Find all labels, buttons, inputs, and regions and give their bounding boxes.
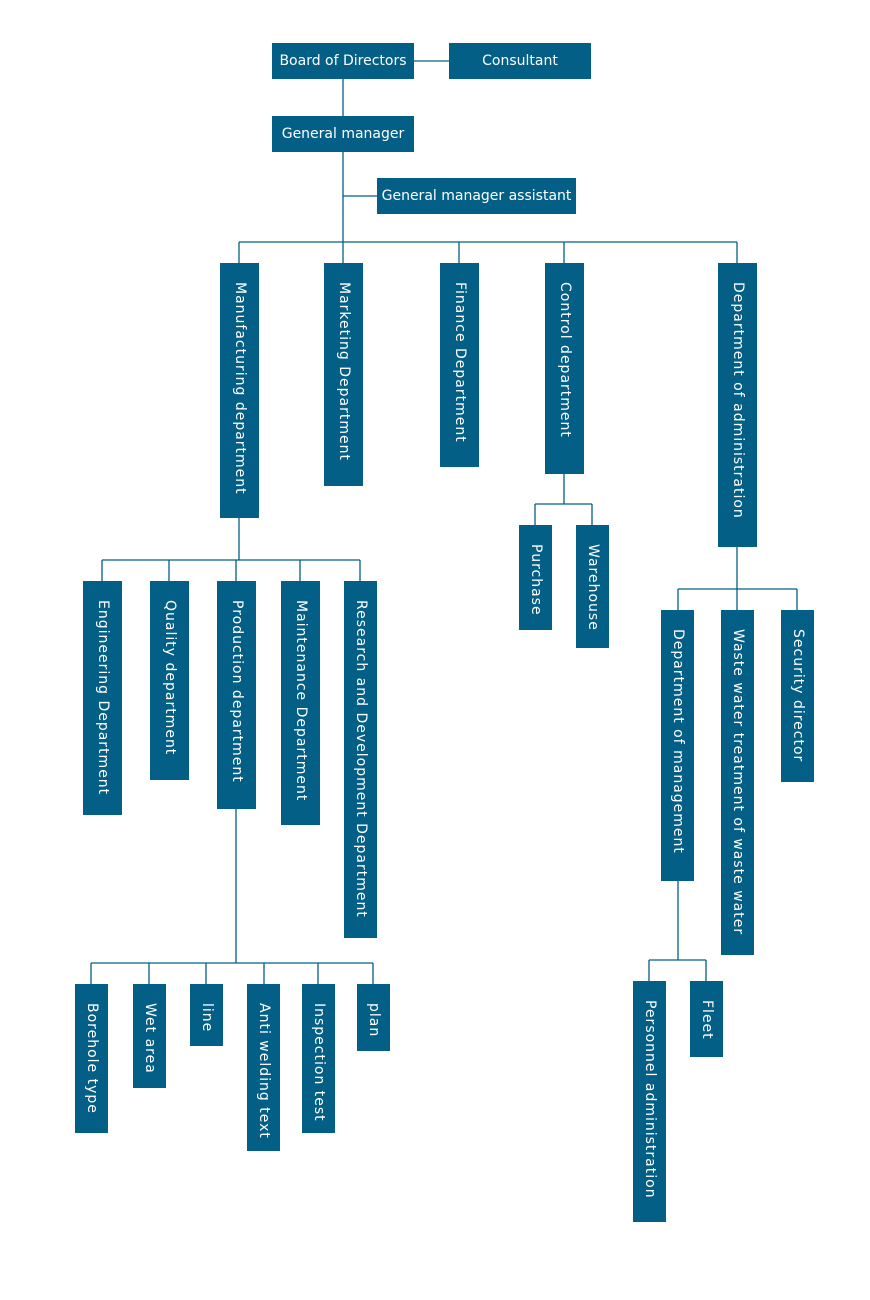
node-control: Control department	[545, 263, 584, 474]
node-label: Personnel administration	[642, 1000, 658, 1199]
node-label: Consultant	[482, 53, 558, 69]
node-anti-welding-text: Anti welding text	[247, 984, 280, 1151]
connector-dept-bus	[238, 241, 738, 263]
node-plan: plan	[357, 984, 390, 1051]
node-label: line	[199, 1003, 215, 1033]
node-line: line	[190, 984, 223, 1046]
node-label: Anti welding text	[256, 1003, 272, 1139]
node-label: Maintenance Department	[293, 600, 309, 802]
node-label: Manufacturing department	[232, 282, 248, 495]
node-label: Department of administration	[730, 282, 746, 519]
node-quality: Quality department	[150, 581, 189, 780]
connector-production-bus	[90, 809, 374, 984]
node-inspection-test: Inspection test	[302, 984, 335, 1133]
node-administration: Department of administration	[718, 263, 757, 547]
node-label: Security director	[790, 629, 806, 763]
node-label: Quality department	[162, 600, 178, 756]
node-general-manager: General manager	[272, 116, 414, 152]
node-label: Marketing Department	[336, 282, 352, 461]
node-department-of-management: Department of management	[661, 610, 694, 881]
node-label: Inspection test	[311, 1003, 327, 1122]
node-production: Production department	[217, 581, 256, 809]
node-label: Department of management	[670, 629, 686, 854]
node-label: Research and Development Department	[353, 600, 369, 918]
node-label: Engineering Department	[95, 600, 111, 796]
node-label: Board of Directors	[279, 53, 407, 69]
node-label: Borehole type	[84, 1003, 100, 1114]
node-label: Control department	[557, 282, 573, 438]
node-marketing: Marketing Department	[324, 263, 363, 486]
node-label: plan	[366, 1003, 382, 1038]
node-security-director: Security director	[781, 610, 814, 782]
connector-admin-bus	[677, 547, 798, 610]
connector-manufacturing-bus	[101, 518, 361, 581]
node-warehouse: Warehouse	[576, 525, 609, 648]
node-label: General manager	[281, 126, 405, 142]
connector-management-bus	[648, 881, 707, 981]
node-engineering: Engineering Department	[83, 581, 122, 815]
node-label: Waste water treatment of waste water	[730, 629, 746, 936]
node-label: Warehouse	[585, 544, 601, 631]
node-manufacturing: Manufacturing department	[220, 263, 259, 518]
node-label: Purchase	[528, 544, 544, 616]
node-maintenance: Maintenance Department	[281, 581, 320, 825]
node-board-of-directors: Board of Directors	[272, 43, 414, 79]
node-consultant: Consultant	[449, 43, 591, 79]
node-personnel-administration: Personnel administration	[633, 981, 666, 1222]
node-research-development: Research and Development Department	[344, 581, 377, 938]
node-label: General manager assistant	[381, 188, 572, 204]
node-purchase: Purchase	[519, 525, 552, 630]
node-waste-water: Waste water treatment of waste water	[721, 610, 754, 955]
node-label: Production department	[229, 600, 245, 783]
node-fleet: Fleet	[690, 981, 723, 1057]
node-gm-assistant: General manager assistant	[377, 178, 576, 214]
node-label: Finance Department	[452, 282, 468, 443]
node-label: Wet area	[142, 1003, 158, 1074]
node-wet-area: Wet area	[133, 984, 166, 1088]
node-label: Fleet	[699, 1000, 715, 1040]
connector-control-bus	[534, 474, 593, 525]
node-finance: Finance Department	[440, 263, 479, 467]
node-borehole-type: Borehole type	[75, 984, 108, 1133]
